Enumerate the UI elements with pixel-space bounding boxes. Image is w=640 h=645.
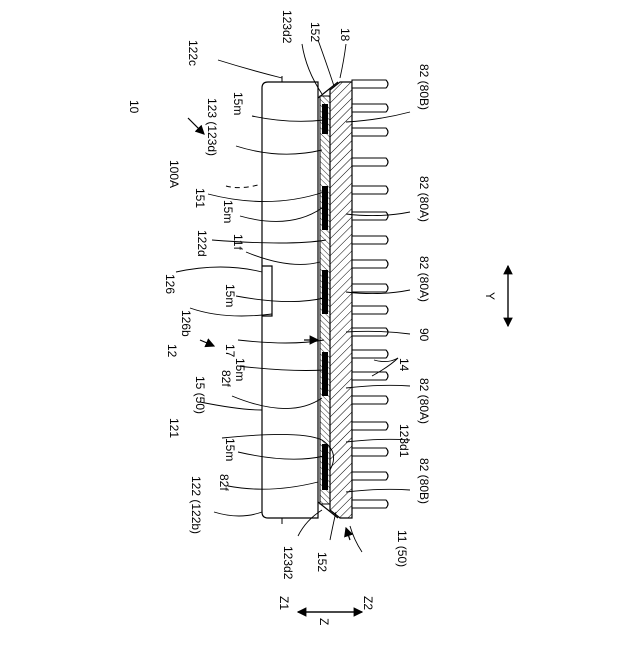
label-82-80B-top: 82 (80B) (417, 64, 431, 110)
label-15-50: 15 (50) (193, 376, 207, 414)
label-152-top: 152 (308, 22, 322, 42)
label-82-80B-bot: 82 (80B) (417, 458, 431, 504)
label-123-123d: 123 (123d) (205, 98, 219, 156)
label-15m-b: 15m (221, 200, 235, 223)
arrow-12 (200, 340, 214, 346)
label-15m-e: 15m (223, 438, 237, 461)
label-100A: 100A (167, 160, 181, 188)
label-11-50: 11 (50) (395, 530, 409, 567)
module-15m-5 (322, 444, 328, 490)
label-126: 126 (163, 274, 177, 294)
label-123d1: 123d1 (397, 424, 411, 458)
label-10: 10 (127, 100, 141, 114)
label-15m-a: 15m (231, 92, 245, 115)
label-82-80A-1: 82 (80A) (417, 176, 431, 222)
label-82f-a: 82f (219, 370, 233, 387)
label-Z2: Z2 (361, 596, 375, 610)
label-151: 151 (193, 188, 207, 208)
label-17: 17 (223, 344, 237, 358)
label-121: 121 (167, 418, 181, 438)
arrow-10 (188, 118, 204, 134)
module-15m-3 (322, 270, 328, 314)
label-Y: Y (483, 292, 497, 300)
label-12: 12 (165, 344, 179, 358)
label-11f: 11f (231, 234, 245, 250)
label-15m-c: 15m (223, 284, 237, 307)
label-122c: 122c (186, 40, 200, 66)
label-15m-d: 15m (233, 358, 247, 381)
arrow-11 (346, 528, 350, 540)
label-82-80A-3: 82 (80A) (417, 378, 431, 424)
module-15m-1 (322, 104, 328, 134)
module-15m-4 (322, 352, 328, 396)
label-126b: 126b (179, 310, 193, 337)
label-Z1: Z1 (277, 596, 291, 610)
label-Z: Z (317, 618, 331, 625)
housing-outline (226, 76, 318, 524)
label-152-bot: 152 (315, 552, 329, 572)
label-123d2-bot: 123d2 (281, 546, 295, 580)
label-122d: 122d (195, 230, 209, 257)
label-123d2-top: 123d2 (280, 10, 294, 44)
label-14: 14 (397, 358, 411, 372)
label-82-80A-2: 82 (80A) (417, 256, 431, 302)
label-122-122b: 122 (122b) (189, 476, 203, 534)
label-18: 18 (338, 28, 352, 42)
label-90: 90 (417, 328, 431, 342)
label-82f-b: 82f (217, 474, 231, 491)
